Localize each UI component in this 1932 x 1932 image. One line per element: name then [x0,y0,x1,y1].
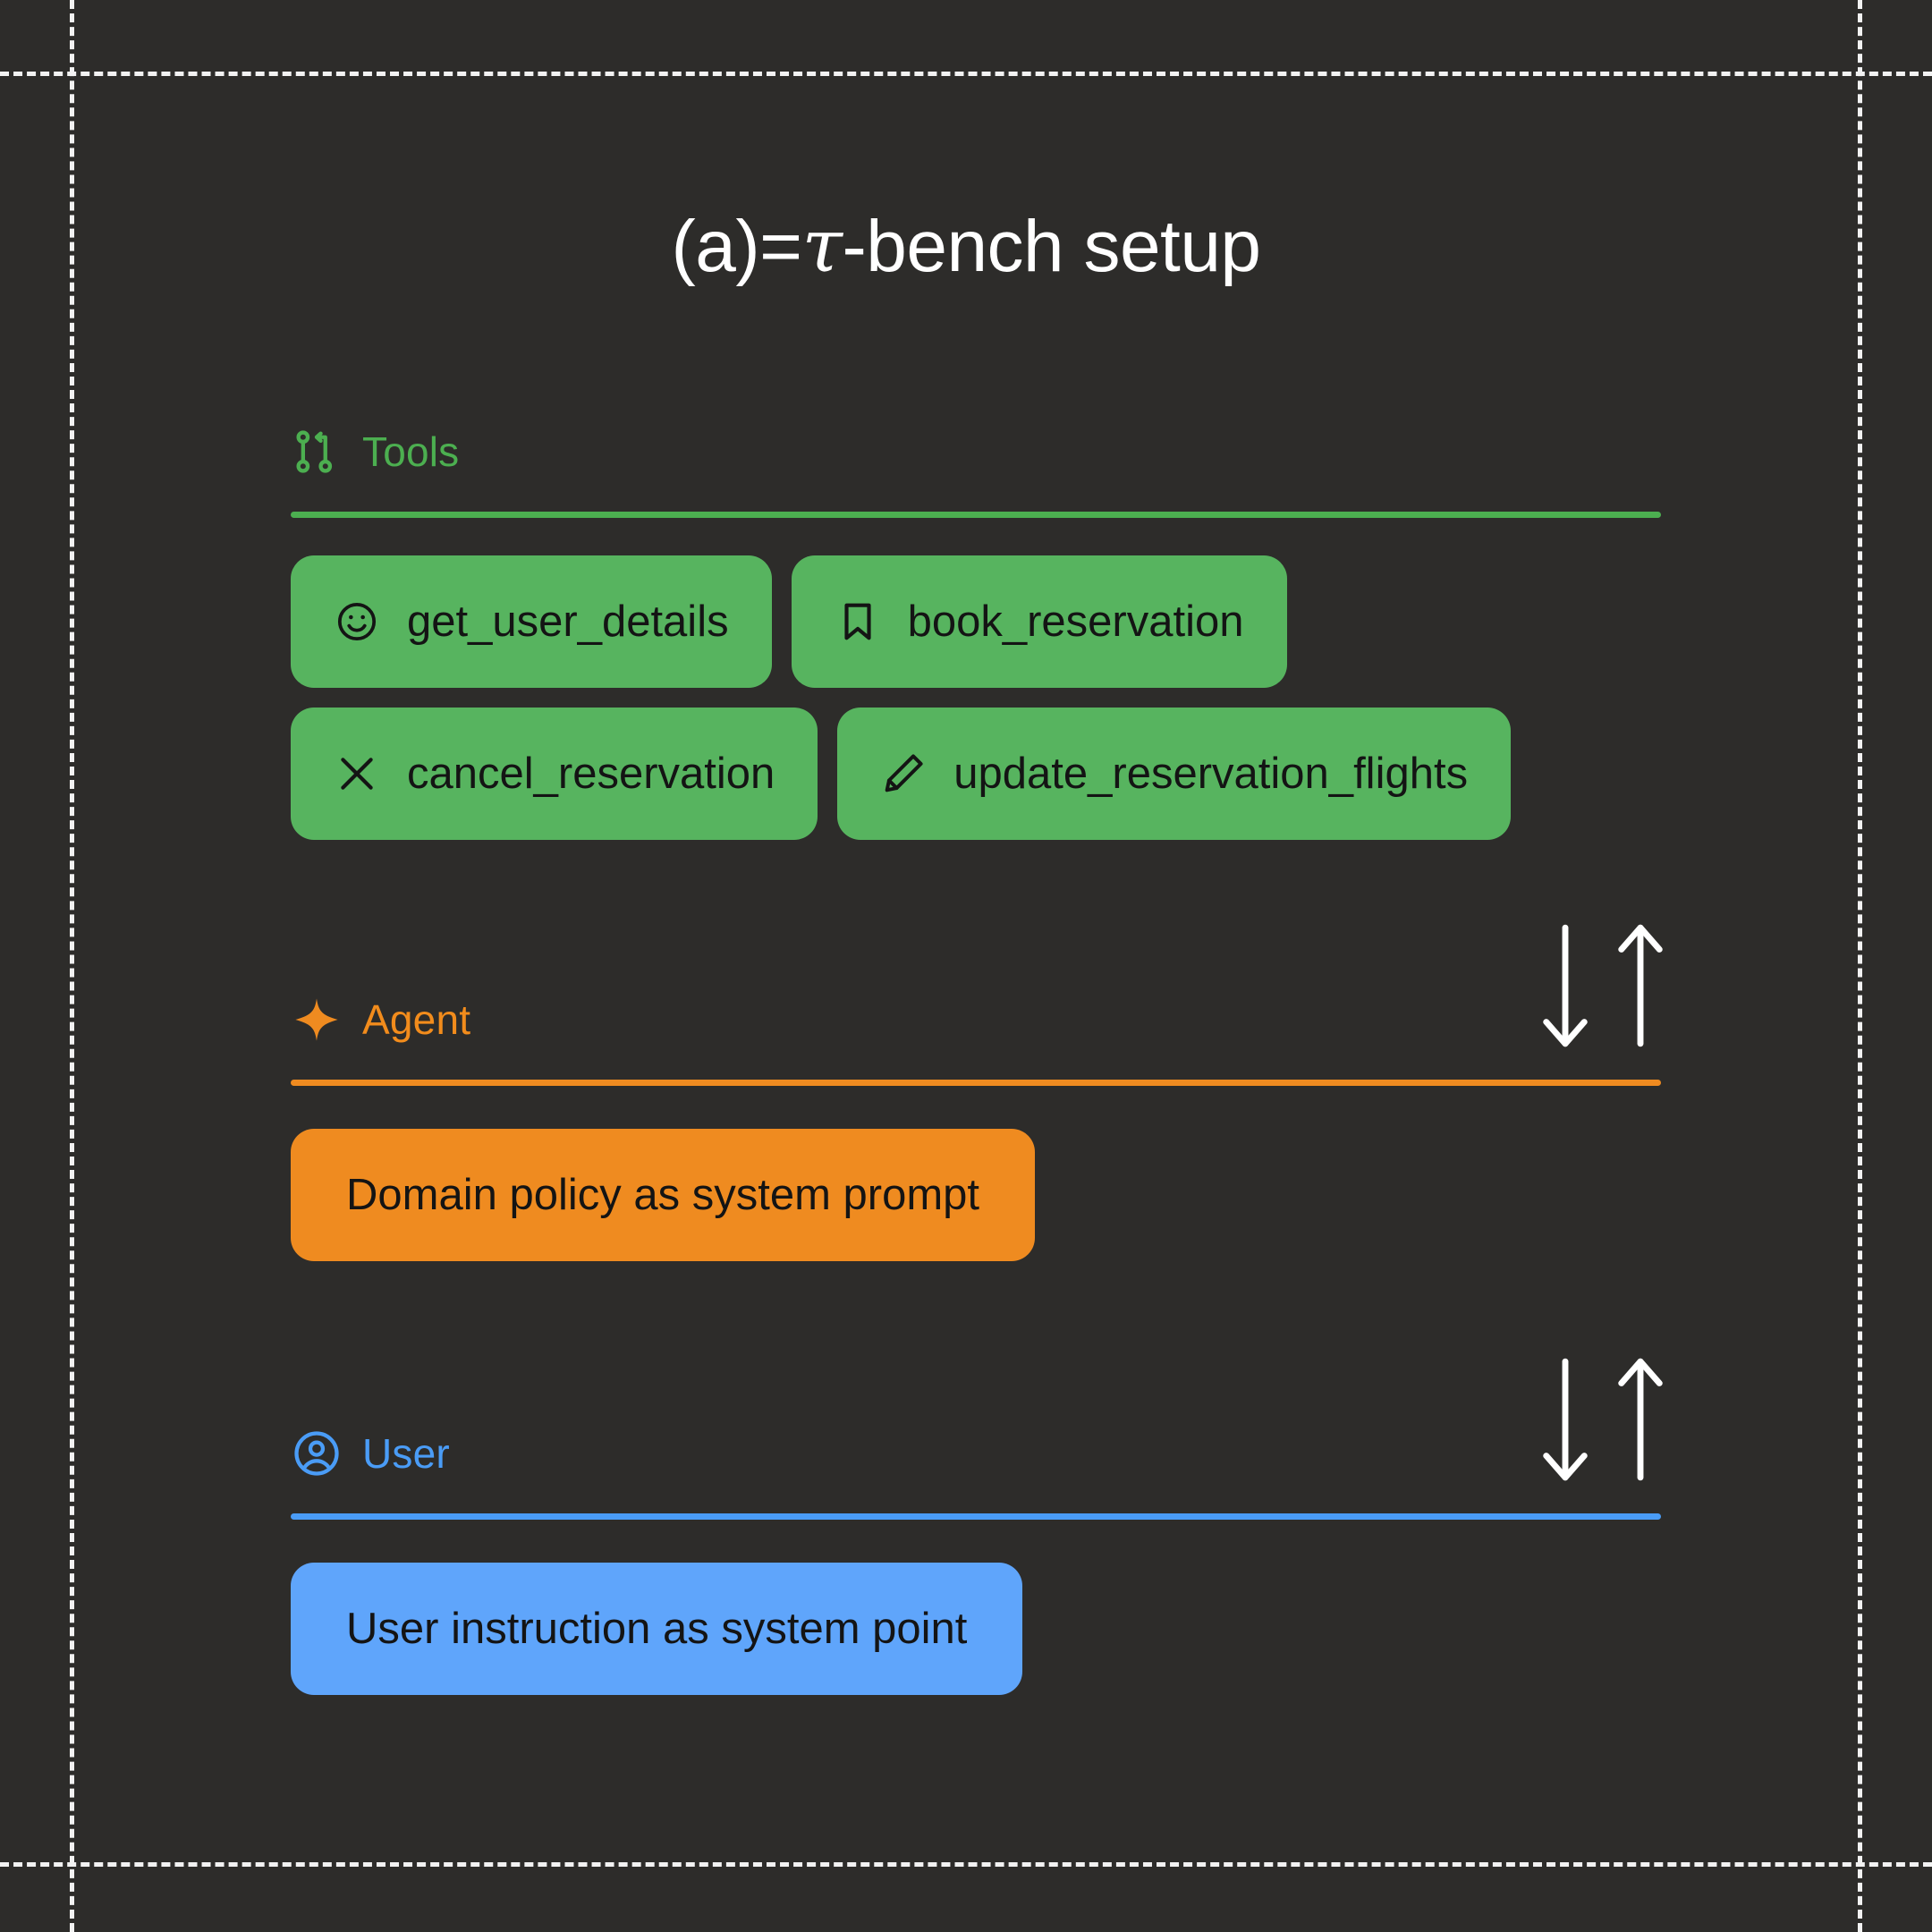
git-compare-icon [291,426,343,478]
agent-exchange-arrows [1538,919,1668,1053]
title-tau-symbol: τ [801,204,843,289]
arrow-down-icon [1543,924,1588,1047]
tools-divider [291,512,1661,518]
tools-section: Tools get_user_details [291,420,1661,840]
user-section: User User instruction as system point [291,1358,1663,1695]
arrow-up-icon [1618,1358,1663,1481]
bookmark-icon [835,598,881,645]
tool-pill-label: update_reservation_flights [953,750,1469,798]
agent-policy-card[interactable]: Domain policy as system prompt [291,1129,1036,1261]
guide-line-bottom [0,1862,1932,1867]
tool-pill-label: cancel_reservation [407,750,775,798]
tool-pill-update-reservation-flights[interactable]: update_reservation_flights [837,708,1512,840]
smiley-face-icon [334,598,380,645]
sparkle-star-icon [291,994,343,1046]
tool-pill-label: get_user_details [407,597,729,646]
figure-title: (a)=τ-bench setup [0,204,1932,289]
arrow-up-icon [1618,924,1663,1047]
close-x-icon [334,750,380,797]
guide-line-right [1858,0,1862,1932]
agent-divider [291,1080,1661,1086]
pencil-edit-icon [880,750,927,797]
user-divider [291,1513,1661,1520]
tools-pill-list: get_user_details book_reservation c [291,555,1661,840]
account-circle-icon [291,1428,343,1479]
agent-section-header: Agent [291,924,1663,1051]
user-section-label: User [362,1430,450,1477]
agent-section-label: Agent [362,996,471,1043]
tool-pill-book-reservation[interactable]: book_reservation [791,555,1287,688]
user-section-header: User [291,1358,1663,1485]
user-instruction-card-label: User instruction as system point [346,1605,968,1653]
tools-section-label: Tools [362,428,460,475]
guide-line-left [70,0,74,1932]
title-suffix: -bench setup [842,206,1261,287]
tool-pill-get-user-details[interactable]: get_user_details [291,555,772,688]
title-prefix: (a)= [671,206,802,287]
agent-section: Agent Domain policy as system prompt [291,924,1663,1261]
arrow-down-icon [1543,1358,1588,1481]
tool-pill-label: book_reservation [907,597,1244,646]
user-exchange-arrows [1538,1352,1668,1487]
tools-section-header: Tools [291,420,1661,483]
agent-policy-card-label: Domain policy as system prompt [346,1171,980,1219]
tool-pill-cancel-reservation[interactable]: cancel_reservation [291,708,818,840]
guide-line-top [0,72,1932,76]
user-instruction-card[interactable]: User instruction as system point [291,1563,1023,1695]
